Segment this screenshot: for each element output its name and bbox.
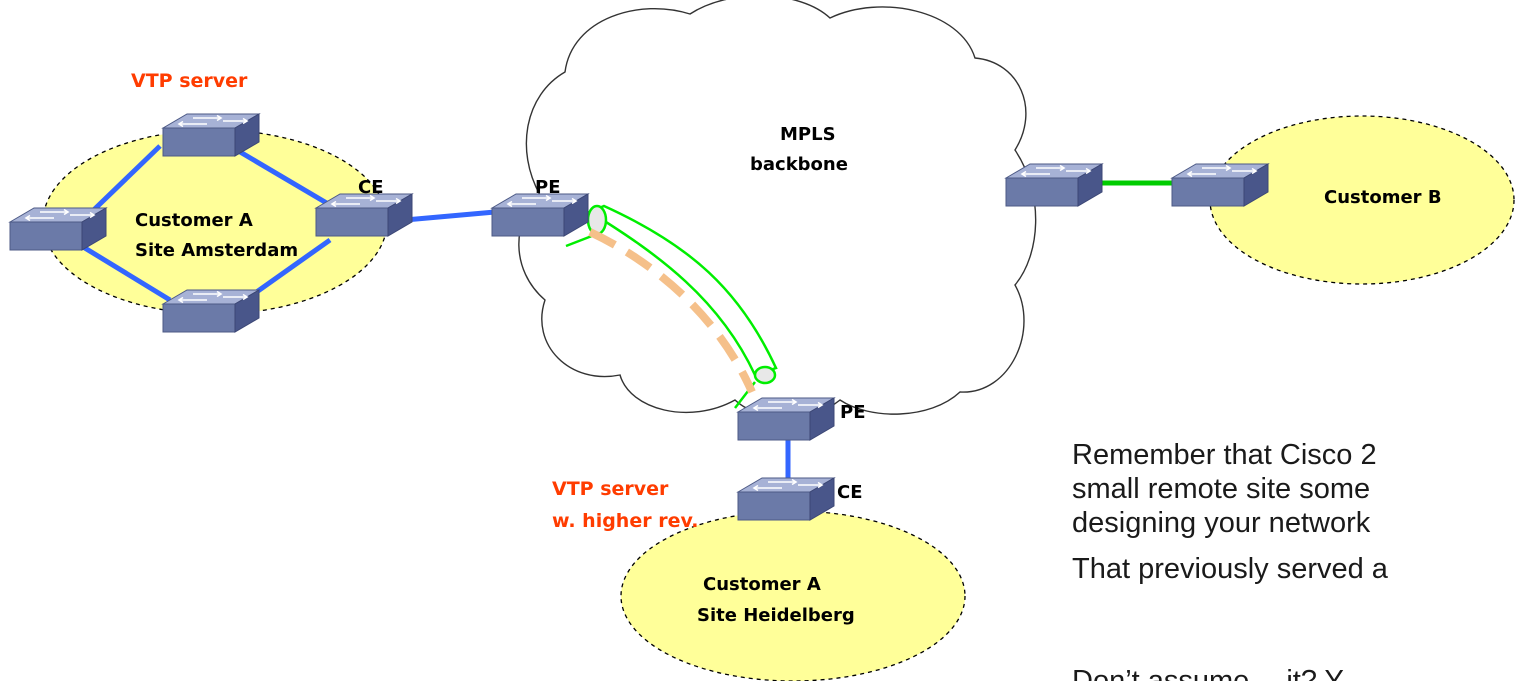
note-line-4: That previously served a <box>1072 553 1389 585</box>
note-line-5: Don’t assume… it? Y <box>1072 665 1344 681</box>
pe-heidelberg-label: PE <box>840 402 866 423</box>
switch-icon <box>162 113 260 157</box>
switch-icon <box>491 193 589 237</box>
customer-b-label: Customer B <box>1324 187 1442 208</box>
note-line-3: designing your network <box>1072 507 1371 539</box>
vtp-server-higher-label-2: w. higher rev. <box>552 510 699 532</box>
pseudowire-tube <box>587 204 778 377</box>
note-line-1: Remember that Cisco 2 <box>1072 439 1377 471</box>
vtp-server-higher-label-1: VTP server <box>552 478 669 500</box>
site-amsterdam-label-2: Site Amsterdam <box>135 240 298 261</box>
switch-icon <box>1171 163 1269 207</box>
site-heidelberg-label-1: Customer A <box>703 574 821 595</box>
note-line-2: small remote site some <box>1072 473 1370 505</box>
mpls-label-2: backbone <box>750 154 848 175</box>
cloud-icon <box>518 0 1037 418</box>
mpls-label-1: MPLS <box>780 124 836 145</box>
site-amsterdam-label-1: Customer A <box>135 210 253 231</box>
pe-amsterdam-label: PE <box>535 177 561 198</box>
site-heidelberg-area <box>620 510 966 681</box>
vtp-server-label: VTP server <box>131 70 248 92</box>
ce-amsterdam-label: CE <box>358 177 384 198</box>
ce-heidelberg-label: CE <box>837 482 863 503</box>
lan-links <box>73 143 791 478</box>
site-heidelberg-label-2: Site Heidelberg <box>697 605 855 626</box>
switch-icon <box>737 477 835 521</box>
switch-icon <box>162 289 260 333</box>
switch-icon <box>737 397 835 441</box>
switch-icon <box>9 207 107 251</box>
switch-icon <box>315 193 413 237</box>
switch-icon <box>1005 163 1103 207</box>
